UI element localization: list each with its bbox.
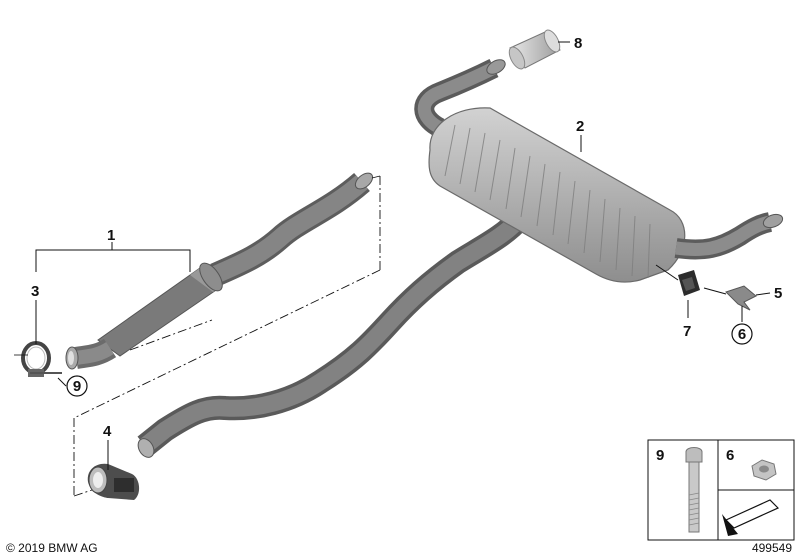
dash-dot-connection-lines [73, 175, 381, 497]
callout-7: 7 [683, 323, 691, 340]
callout-2: 2 [576, 118, 584, 135]
callout-6-circled: 6 [731, 323, 753, 345]
leader-lines [35, 41, 771, 470]
callout-9-circled: 9 [66, 375, 88, 397]
callout-1: 1 [107, 227, 115, 244]
bracket-5 [725, 285, 757, 311]
callout-4: 4 [103, 423, 112, 440]
callout-8: 8 [574, 35, 582, 52]
exhaust-tip-8 [508, 29, 561, 70]
bolt-icon [685, 447, 703, 533]
callout-5: 5 [774, 285, 782, 302]
pipe-clamp-3 [14, 341, 62, 377]
rear-muffler [414, 59, 784, 283]
hex-nut-icon [751, 459, 777, 481]
diagram-number: 499549 [751, 541, 792, 555]
hardware-legend-box: 9 6 [647, 439, 795, 541]
rear-connecting-pipe [137, 197, 540, 458]
front-pipe-assembly [65, 172, 374, 370]
legend-label-6: 6 [726, 447, 734, 464]
callout-3: 3 [31, 283, 39, 300]
rubber-mount-7 [678, 270, 700, 296]
svg-text:9: 9 [73, 378, 81, 395]
tightening-arrow-icon [722, 499, 780, 536]
pipe-clamp-4 [87, 463, 140, 500]
svg-text:6: 6 [738, 326, 746, 343]
copyright-notice: © 2019 BMW AG [6, 541, 98, 555]
legend-label-9: 9 [656, 447, 664, 464]
